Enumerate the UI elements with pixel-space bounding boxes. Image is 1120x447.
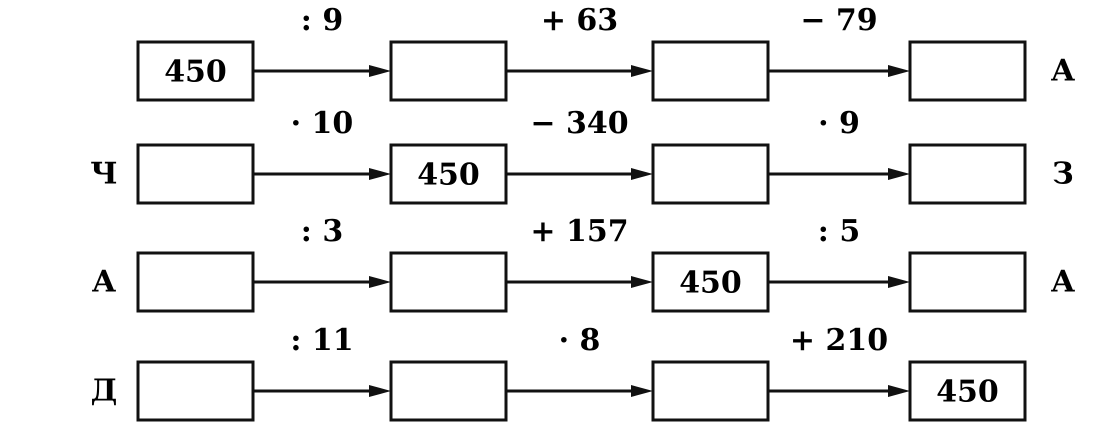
row-2-right-letter: З bbox=[1052, 157, 1074, 192]
row-3-box-1[interactable] bbox=[136, 251, 255, 313]
row-3-box-3[interactable]: 450 bbox=[651, 251, 770, 313]
arrow-head-icon bbox=[888, 65, 910, 77]
box-value: 450 bbox=[164, 55, 227, 90]
row-3-left-letter: А bbox=[92, 265, 117, 300]
arrow-head-icon bbox=[369, 276, 391, 288]
row-3-operation-3: : 5 bbox=[818, 214, 860, 249]
row-1-box-2[interactable] bbox=[389, 40, 508, 102]
row-1-box-4[interactable] bbox=[908, 40, 1027, 102]
box-value: 450 bbox=[936, 375, 999, 410]
row-2-operation-1: · 10 bbox=[291, 106, 354, 141]
arrow-head-icon bbox=[888, 168, 910, 180]
row-4-box-1[interactable] bbox=[136, 360, 255, 422]
row-3-operation-1: : 3 bbox=[301, 214, 343, 249]
row-2-box-2[interactable]: 450 bbox=[389, 143, 508, 205]
arrow-head-icon bbox=[888, 385, 910, 397]
arrow-head-icon bbox=[631, 168, 653, 180]
arrow-head-icon bbox=[369, 168, 391, 180]
row-1-operation-1: : 9 bbox=[301, 3, 343, 38]
row-2-box-4[interactable] bbox=[908, 143, 1027, 205]
row-1-box-1[interactable]: 450 bbox=[136, 40, 255, 102]
row-3-box-4[interactable] bbox=[908, 251, 1027, 313]
row-4-box-2[interactable] bbox=[389, 360, 508, 422]
arrow-head-icon bbox=[369, 385, 391, 397]
arrow-head-icon bbox=[631, 65, 653, 77]
row-3-box-2[interactable] bbox=[389, 251, 508, 313]
row-3-operation-2: + 157 bbox=[530, 214, 628, 249]
chain-row-3: А : 3 + 157 : 5 450 А bbox=[92, 214, 1076, 313]
row-2-box-1[interactable] bbox=[136, 143, 255, 205]
row-2-left-letter: Ч bbox=[90, 157, 117, 192]
arrow-head-icon bbox=[631, 385, 653, 397]
row-4-left-letter: Д bbox=[91, 374, 118, 409]
row-1-box-3[interactable] bbox=[651, 40, 770, 102]
row-3-right-letter: А bbox=[1051, 265, 1076, 300]
chain-row-4: Д : 11 · 8 + 210 450 bbox=[91, 323, 1027, 422]
row-4-box-4[interactable]: 450 bbox=[908, 360, 1027, 422]
row-4-operation-1: : 11 bbox=[290, 323, 353, 358]
row-1-operation-2: + 63 bbox=[541, 3, 618, 38]
row-2-box-3[interactable] bbox=[651, 143, 770, 205]
row-1-right-letter: А bbox=[1051, 54, 1076, 89]
row-2-operation-3: · 9 bbox=[818, 106, 860, 141]
box-value: 450 bbox=[679, 266, 742, 301]
row-4-operation-2: · 8 bbox=[559, 323, 601, 358]
row-1-operation-3: − 79 bbox=[800, 3, 877, 38]
chain-row-2: Ч · 10 − 340 · 9 450 З bbox=[90, 106, 1074, 205]
arrow-head-icon bbox=[369, 65, 391, 77]
row-4-operation-3: + 210 bbox=[790, 323, 888, 358]
row-4-box-3[interactable] bbox=[651, 360, 770, 422]
chain-row-1: : 9 + 63 − 79 450 А bbox=[136, 3, 1076, 102]
arrow-head-icon bbox=[888, 276, 910, 288]
row-2-operation-2: − 340 bbox=[530, 106, 628, 141]
arrow-head-icon bbox=[631, 276, 653, 288]
box-value: 450 bbox=[417, 158, 480, 193]
